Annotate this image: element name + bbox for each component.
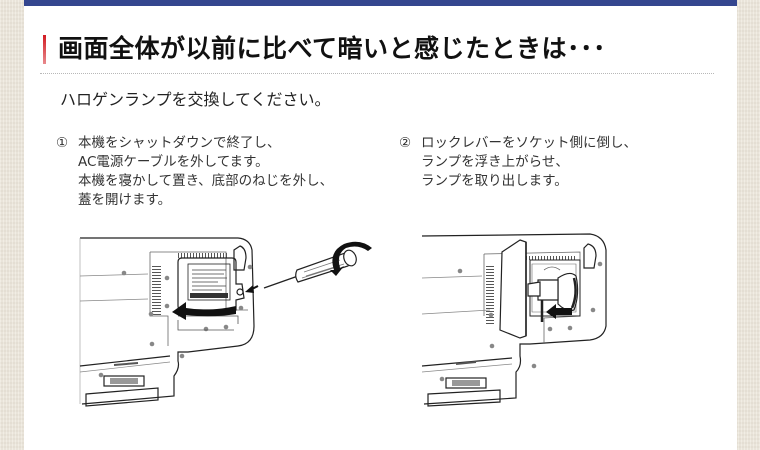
halogen-lamp-icon	[527, 266, 579, 311]
screwdriver-icon	[263, 249, 357, 289]
step-number: ①	[56, 135, 69, 151]
rotation-arrow-icon	[330, 241, 372, 276]
step-text-line: 本機を寝かして置き、底部のねじを外し、	[78, 173, 334, 189]
screwdriver-removing-cover-illustration	[78, 226, 378, 410]
page-title: 画面全体が以前に比べて暗いと感じたときは･･･	[58, 34, 607, 63]
step-text-line: AC電源ケーブルを外してます。	[78, 154, 269, 170]
pull-direction-arrow-icon	[546, 304, 572, 319]
screw-pointer-arrow-icon	[245, 285, 259, 293]
content-panel: 画面全体が以前に比べて暗いと感じたときは･･･ ハロゲンランプを交換してください…	[24, 0, 737, 450]
lamp-removal-illustration	[420, 226, 620, 410]
open-cover	[499, 239, 527, 339]
title-accent-bar	[43, 35, 46, 64]
step-text-line: ランプを取り出します。	[421, 173, 568, 189]
step-1: ① 本機をシャットダウンで終了し、 AC電源ケーブルを外してます。 本機を寝かし…	[56, 134, 333, 210]
projector-underside	[79, 237, 255, 407]
step-text-line: 蓋を開けます。	[78, 192, 172, 208]
step-number: ②	[399, 135, 412, 151]
step-text-line: ロックレバーをソケット側に倒し、	[421, 135, 637, 151]
title-divider	[40, 73, 714, 74]
lead-text: ハロゲンランプを交換してください。	[60, 90, 331, 109]
open-direction-arrow-icon	[172, 302, 236, 320]
step-text-line: 本機をシャットダウンで終了し、	[78, 135, 281, 151]
step-text-line: ランプを浮き上がらせ、	[421, 154, 569, 170]
top-bar	[24, 0, 737, 6]
step-2: ② ロックレバーをソケット側に倒し、 ランプを浮き上がらせ、 ランプを取り出しま…	[399, 134, 637, 191]
projector-underside	[421, 233, 607, 407]
